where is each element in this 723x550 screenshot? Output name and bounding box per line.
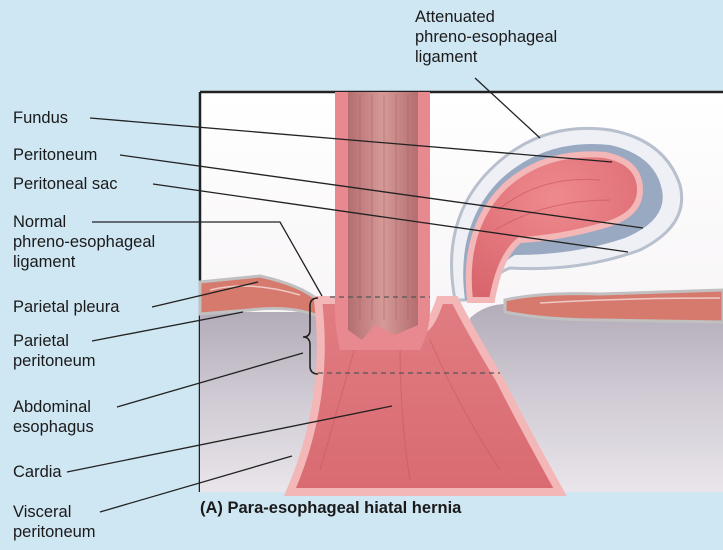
label-cardia: Cardia <box>13 462 62 482</box>
label-abdominal-esophagus: Abdominal esophagus <box>13 397 94 437</box>
label-visceral-peritoneum: Visceral peritoneum <box>13 502 96 542</box>
label-attenuated-ligament: Attenuated phreno-esophageal ligament <box>415 7 557 67</box>
label-peritoneum: Peritoneum <box>13 145 97 165</box>
figure-caption: (A) Para-esophageal hiatal hernia <box>200 499 461 518</box>
label-normal-ligament: Normal phreno-esophageal ligament <box>13 212 155 272</box>
label-parietal-pleura: Parietal pleura <box>13 297 119 317</box>
label-fundus: Fundus <box>13 108 68 128</box>
label-peritoneal-sac: Peritoneal sac <box>13 174 118 194</box>
label-parietal-peritoneum: Parietal peritoneum <box>13 331 96 371</box>
